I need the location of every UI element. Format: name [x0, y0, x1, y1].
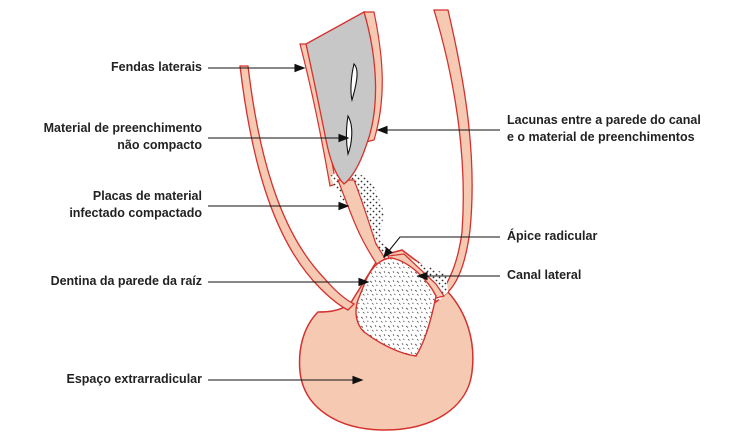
label-fendas-laterais: Fendas laterais	[40, 59, 202, 76]
label-text: Placas de material	[0, 188, 202, 205]
arrow-head-icon	[295, 65, 304, 72]
label-text: infectado compactado	[0, 205, 202, 222]
label-apice: Ápice radicular	[507, 228, 707, 245]
label-dentina: Dentina da parede da raíz	[0, 273, 202, 290]
arrow-head-icon	[378, 127, 387, 134]
label-material-nao-compacto: Material de preenchimento não compacto	[0, 120, 202, 154]
label-placas: Placas de material infectado compactado	[0, 188, 202, 222]
label-text: e o material de preenchimentos	[507, 129, 753, 146]
label-canal-lateral: Canal lateral	[507, 267, 707, 284]
label-espaco: Espaço extrarradicular	[0, 371, 202, 388]
label-text: Espaço extrarradicular	[67, 372, 203, 386]
label-text: Ápice radicular	[507, 229, 597, 243]
label-text: Dentina da parede da raíz	[51, 274, 202, 288]
label-lacunas: Lacunas entre a parede do canal e o mate…	[507, 112, 753, 146]
arrow-apice	[388, 237, 500, 252]
label-text: Canal lateral	[507, 268, 581, 282]
label-text: Fendas laterais	[111, 60, 202, 74]
label-text: Lacunas entre a parede do canal	[507, 112, 753, 129]
dentin-wall-right	[434, 10, 472, 294]
label-text: Material de preenchimento	[0, 120, 202, 137]
label-text: não compacto	[0, 137, 202, 154]
